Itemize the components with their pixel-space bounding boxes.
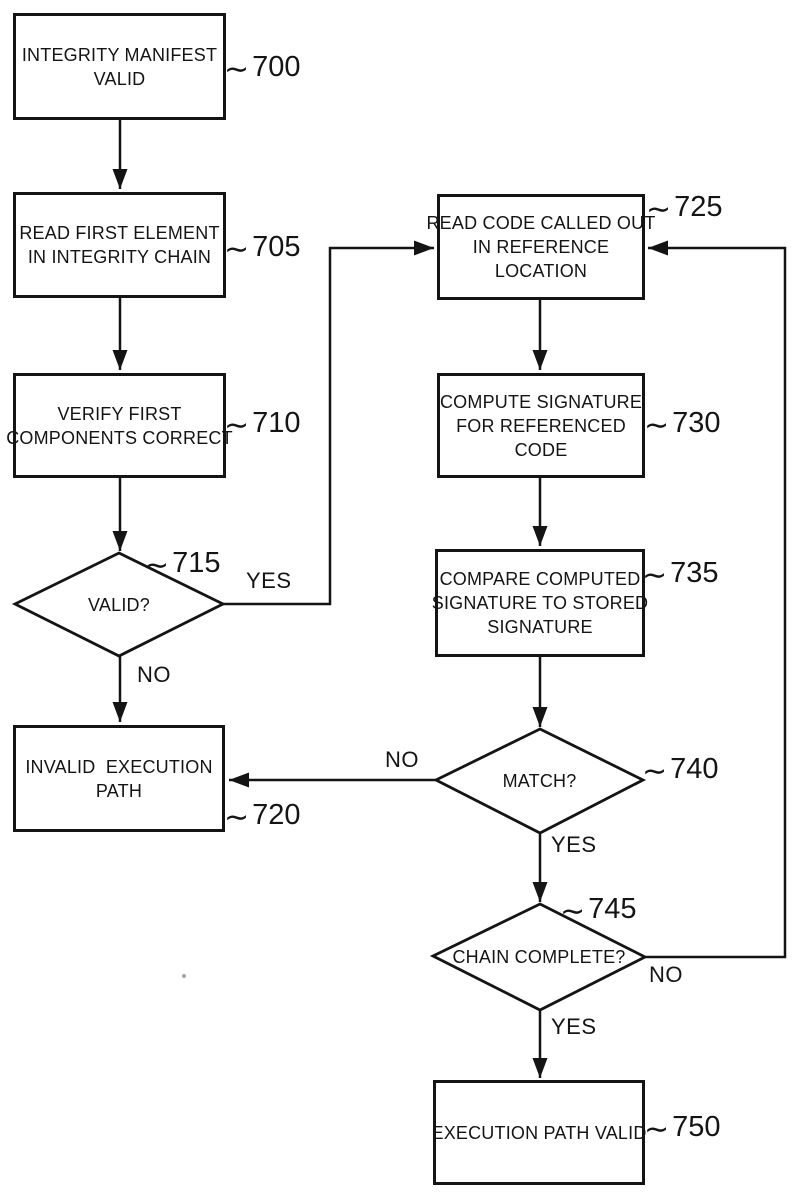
ref-number: 740 [670,753,719,785]
ref-number: 715 [172,547,221,579]
flow-node-invalid-execution-path: INVALID EXECUTION PATH [13,725,225,832]
branch-label-match-yes: YES [551,832,597,857]
node-text-line: READ CODE CALLED OUT [426,213,656,233]
ref-label-750: ∼ 750 [644,1110,721,1146]
ref-number: 750 [672,1111,721,1143]
ref-label-705: ∼ 705 [224,230,301,266]
ref-number: 710 [252,407,301,439]
ref-number: 735 [670,557,719,589]
flow-node-read-first-element: READ FIRST ELEMENT IN INTEGRITY CHAIN [13,192,226,298]
flow-node-execution-path-valid: EXECUTION PATH VALID [431,1080,647,1185]
ref-number: 730 [672,407,721,439]
squiggle-icon: ∼ [224,53,250,86]
squiggle-icon: ∼ [144,549,170,582]
flow-node-integrity-manifest-valid: INTEGRITY MANIFEST VALID [13,13,226,120]
flow-node-compare-signatures: COMPARE COMPUTED SIGNATURE TO STORED SIG… [432,549,648,657]
squiggle-icon: ∼ [644,1113,670,1146]
ref-number: 725 [674,191,723,223]
node-text-line: VALID? [88,594,150,615]
squiggle-icon: ∼ [642,559,668,592]
node-text-line: IN REFERENCE [472,237,610,257]
squiggle-icon: ∼ [646,193,672,226]
squiggle-icon: ∼ [224,801,250,834]
node-text-line: COMPARE COMPUTED [439,569,641,589]
node-text-line: SIGNATURE [487,617,593,637]
node-text-line: MATCH? [502,771,577,791]
node-text-line: EXECUTION PATH VALID [431,1122,647,1143]
squiggle-icon: ∼ [560,895,586,928]
node-text-line: FOR REFERENCED [456,415,626,436]
branch-label-chain-no: NO [649,962,683,987]
ref-label-740: ∼ 740 [642,752,719,788]
ref-label-735: ∼ 735 [642,556,719,592]
branch-label-match-no: NO [385,747,419,772]
node-text-line: VERIFY FIRST [57,403,182,424]
ref-number: 745 [588,893,637,925]
arrow-715-yes-725 [223,240,434,606]
decision-valid-diamond [11,551,227,658]
node-text-line: VALID [93,68,146,89]
ref-number: 705 [252,231,301,263]
squiggle-icon: ∼ [644,409,670,442]
node-text-line: PATH [95,780,143,801]
flow-node-compute-signature: COMPUTE SIGNATURE FOR REFERENCED CODE [437,373,645,478]
branch-label-valid-no: NO [137,662,171,687]
node-text-line: CODE [514,439,568,460]
squiggle-icon: ∼ [642,755,668,788]
node-text-line: INTEGRITY MANIFEST [21,44,218,65]
ref-label-745: ∼ 745 [560,892,637,928]
node-text-line: CHAIN COMPLETE? [452,947,626,967]
flow-node-verify-first-components: VERIFY FIRST COMPONENTS CORRECT [6,373,233,478]
ref-label-710: ∼ 710 [224,406,301,442]
arrow-745-no-725 [645,240,787,959]
decision-valid-label: VALID? [15,553,223,656]
squiggle-icon: ∼ [224,409,250,442]
ref-label-730: ∼ 730 [644,406,721,442]
ref-label-720: ∼ 720 [224,798,301,834]
decision-chain-complete-label: CHAIN COMPLETE? [433,904,645,1010]
node-text-line: COMPONENTS CORRECT [6,427,233,448]
branch-label-chain-yes: YES [551,1014,597,1039]
decision-match-diamond [432,727,647,835]
squiggle-icon: ∼ [224,233,250,266]
ref-label-715: ∼ 715 [144,546,221,582]
ref-label-700: ∼ 700 [224,50,301,86]
node-text-line: INVALID EXECUTION [25,756,213,777]
node-text-line: SIGNATURE TO STORED [431,593,649,613]
flow-node-read-code-called-out: READ CODE CALLED OUT IN REFERENCE LOCATI… [426,194,655,300]
ref-number: 720 [252,799,301,831]
node-text-line: READ FIRST ELEMENT [19,223,220,243]
decision-chain-complete-diamond [429,902,649,1012]
node-text-line: COMPUTE SIGNATURE [439,391,643,412]
node-text-line: LOCATION [494,261,588,281]
node-text-line: IN INTEGRITY CHAIN [27,247,212,267]
ref-number: 700 [252,51,301,83]
branch-label-valid-yes: YES [246,568,292,593]
decision-match-label: MATCH? [436,729,643,833]
scan-artifact-dot [182,974,186,978]
ref-label-725: ∼ 725 [646,190,723,226]
